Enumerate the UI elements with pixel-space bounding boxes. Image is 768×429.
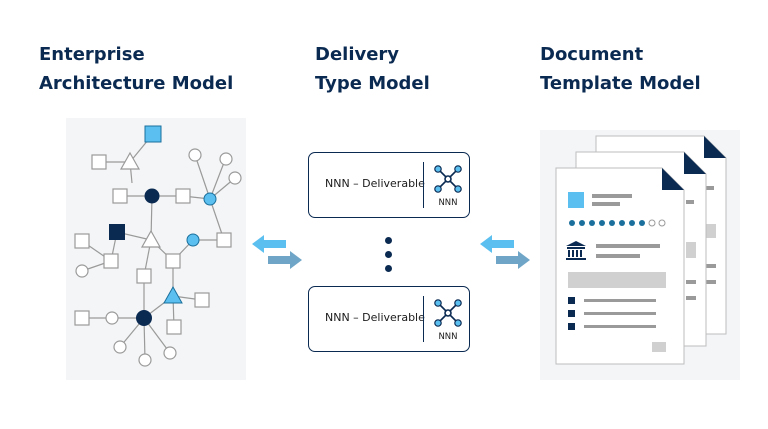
ellipsis-dot <box>385 251 392 258</box>
enterprise-architecture-title: Enterprise Architecture Model <box>39 40 233 98</box>
deliverable-label: NNN – Deliverable <box>325 311 425 324</box>
ellipsis-dot <box>385 237 392 244</box>
network-node-icon <box>434 299 462 327</box>
bidirectional-arrow-icon <box>252 235 302 269</box>
title-line: Type Model <box>315 73 430 94</box>
ellipsis-dot <box>385 265 392 272</box>
graph-square-nodes <box>74 125 232 335</box>
title-line: Template Model <box>540 73 701 94</box>
title-line: Document <box>540 44 644 65</box>
graph-circle-nodes <box>75 148 242 367</box>
bidirectional-arrow-icon <box>480 235 530 269</box>
document-page-front <box>555 167 685 365</box>
card-divider <box>423 162 424 208</box>
deliverable-label: NNN – Deliverable <box>325 177 425 190</box>
card-divider <box>423 296 424 342</box>
title-line: Architecture Model <box>39 73 234 94</box>
deliverable-card: NNN – Deliverable NNN <box>308 286 470 352</box>
bank-icon <box>566 241 586 260</box>
document-template-title: Document Template Model <box>540 40 701 98</box>
architecture-network-graph <box>74 125 242 367</box>
deliverable-code: NNN <box>438 198 458 208</box>
document-logo-square <box>568 192 584 208</box>
title-line: Delivery <box>315 44 400 65</box>
progress-dots <box>569 219 666 227</box>
document-stack-illustration <box>555 135 727 365</box>
delivery-type-title: Delivery Type Model <box>315 40 430 98</box>
title-line: Enterprise <box>39 44 145 65</box>
deliverable-code: NNN <box>438 332 458 342</box>
graph-triangle-nodes <box>119 151 183 304</box>
deliverable-card: NNN – Deliverable NNN <box>308 152 470 218</box>
network-node-icon <box>434 165 462 193</box>
